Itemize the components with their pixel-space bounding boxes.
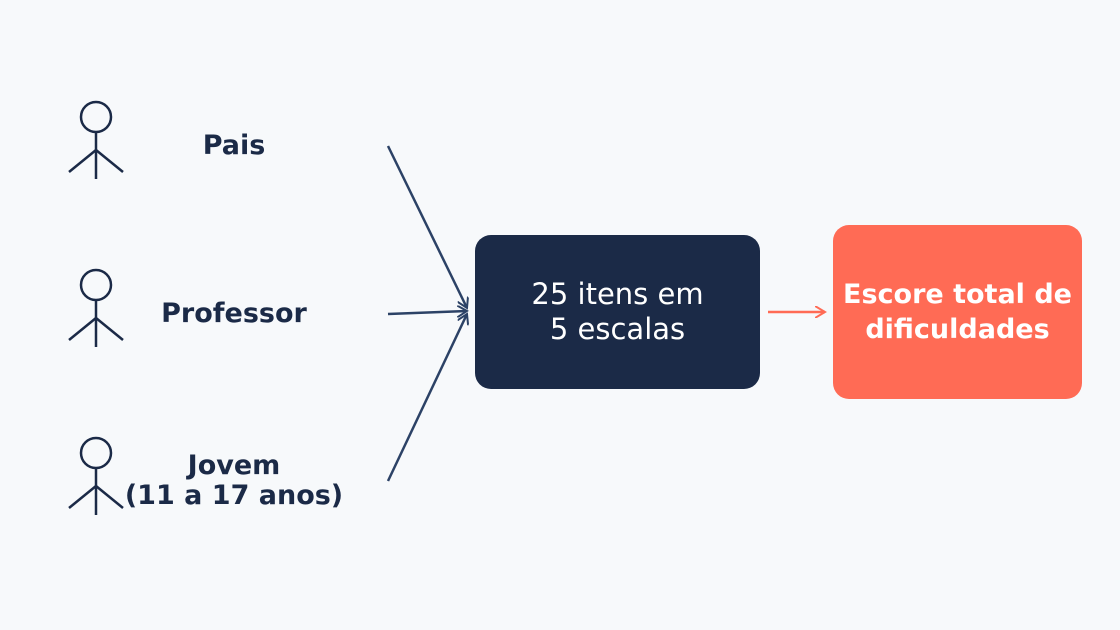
person-icon — [68, 100, 124, 179]
respondent-label-line: Professor — [161, 298, 307, 329]
person-icon — [68, 268, 124, 347]
items-scales-box: 25 itens em 5 escalas — [475, 235, 760, 389]
total-score-box: Escore total de dificuldades — [833, 225, 1082, 399]
connector-jovem — [386, 314, 467, 482]
person-icon — [68, 436, 124, 515]
connector-pais — [386, 145, 467, 308]
box-line: dificuldades — [865, 314, 1050, 345]
respondent-label-line: (11 a 17 anos) — [124, 480, 344, 511]
box-line: Escore total de — [843, 279, 1072, 310]
box-line: 25 itens em — [531, 277, 704, 311]
respondent-label-pais: Pais — [134, 131, 334, 161]
respondent-label-jovem: Jovem (11 a 17 anos) — [124, 451, 344, 511]
respondent-label-line: Pais — [202, 130, 266, 161]
connector-professor — [387, 311, 467, 314]
respondent-label-line: Jovem — [187, 450, 281, 481]
box-line: 5 escalas — [549, 312, 686, 346]
respondent-label-professor: Professor — [134, 299, 334, 329]
